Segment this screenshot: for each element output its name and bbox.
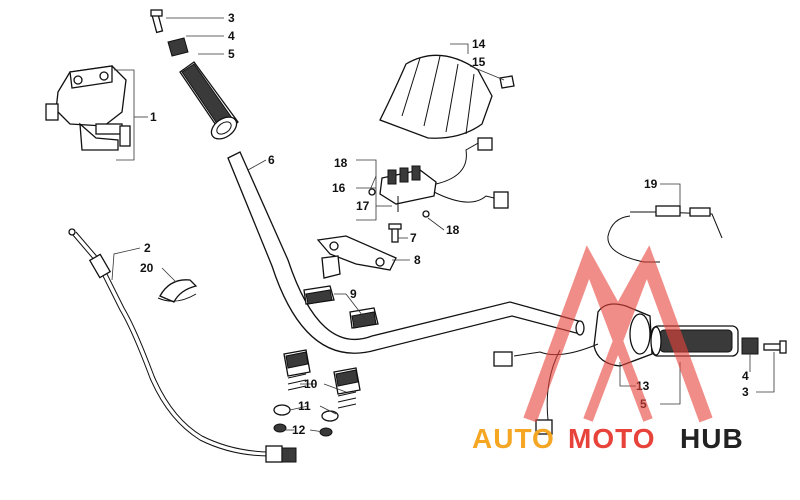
- logo-word-auto: AUTO: [472, 423, 555, 454]
- callout-2: 2: [144, 241, 151, 255]
- callout-1: 1: [150, 110, 157, 124]
- callout-5: 5: [228, 47, 235, 61]
- callout-12: 12: [292, 423, 306, 437]
- callout-3-right: 3: [742, 385, 749, 399]
- callout-20: 20: [140, 261, 154, 275]
- callout-8: 8: [414, 253, 421, 267]
- callout-17: 17: [356, 199, 370, 213]
- part-20-cable-clip: [157, 279, 198, 303]
- part-16-switch-assembly: [368, 137, 509, 218]
- callout-11: 11: [298, 399, 311, 413]
- part-3-4-bar-end-right: [741, 337, 787, 355]
- part-3-4-bar-end-left: [150, 9, 189, 57]
- callout-4: 4: [228, 29, 235, 43]
- part-19-cable-right: [607, 205, 723, 263]
- callout-9: 9: [350, 287, 357, 301]
- logo-word-hub: HUB: [680, 423, 744, 454]
- part-14-windscreen: [379, 54, 515, 139]
- part-1-brake-housing: [45, 65, 131, 151]
- logo-word-moto: MOTO: [568, 423, 655, 454]
- callout-18-bottom: 18: [446, 223, 460, 237]
- part-2-throttle-cable: [68, 228, 297, 463]
- part-10-12-risers: [273, 349, 361, 437]
- part-5-right-grip: [650, 325, 739, 357]
- callout-18-top: 18: [334, 156, 348, 170]
- automotohub-wordmark: AUTO MOTO HUB: [472, 423, 744, 454]
- part-8-mount-bracket: [316, 223, 402, 279]
- leader-lines: [111, 17, 775, 433]
- callout-4-right: 4: [742, 369, 749, 383]
- callout-19: 19: [644, 177, 658, 191]
- callout-10: 10: [304, 377, 318, 391]
- callout-6: 6: [268, 153, 275, 167]
- callout-16: 16: [332, 181, 346, 195]
- part-5-left-grip: [179, 61, 239, 140]
- logo-triangle: [523, 245, 713, 423]
- callout-7: 7: [410, 231, 417, 245]
- automotohub-logo: [523, 245, 713, 423]
- callout-14: 14: [472, 37, 486, 51]
- callout-3: 3: [228, 11, 235, 25]
- callout-15: 15: [472, 55, 486, 69]
